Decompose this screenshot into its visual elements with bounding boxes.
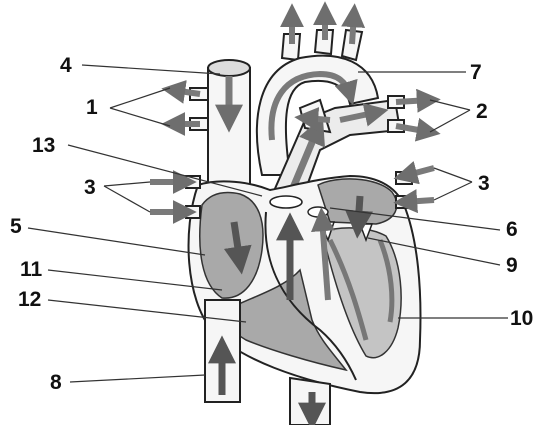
label-9: 9 [506, 254, 518, 277]
superior-vena-cava [208, 60, 250, 185]
label-8: 8 [50, 371, 62, 394]
inferior-vena-cava [205, 300, 240, 402]
label-3-left: 3 [84, 176, 96, 199]
label-11: 11 [20, 258, 43, 281]
label-5: 5 [10, 215, 22, 238]
label-10: 10 [510, 307, 533, 330]
label-3-right: 3 [478, 172, 490, 195]
label-13: 13 [32, 134, 55, 157]
label-2: 2 [476, 100, 488, 123]
label-12: 12 [18, 288, 41, 311]
label-6: 6 [506, 218, 518, 241]
label-1: 1 [86, 96, 98, 119]
aortic-branches [282, 12, 362, 60]
label-7: 7 [470, 61, 482, 84]
label-4: 4 [60, 54, 72, 77]
descending-aorta [290, 378, 330, 425]
right-pulmonary-branches [172, 88, 208, 130]
